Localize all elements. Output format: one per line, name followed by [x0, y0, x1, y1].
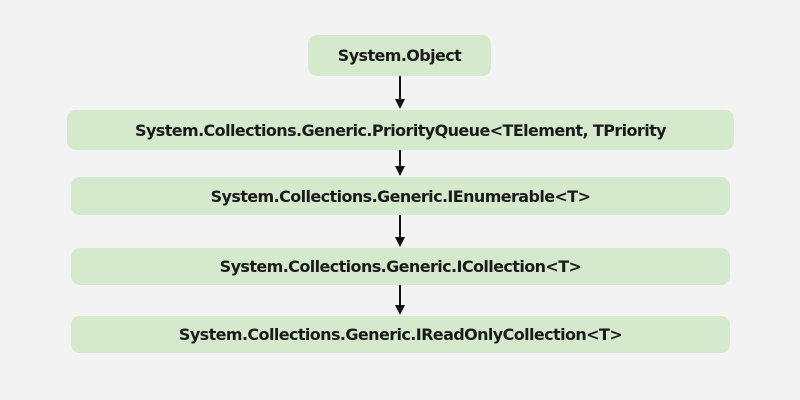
arrow-ienumerable-to-icollection — [395, 215, 405, 247]
node-icollection: System.Collections.Generic.ICollection<T… — [71, 248, 730, 285]
node-label: System.Collections.Generic.IEnumerable<T… — [210, 186, 591, 206]
arrow-object-to-priorityqueue — [395, 76, 405, 109]
arrowhead-icon — [395, 237, 405, 247]
node-label: System.Collections.Generic.PriorityQueue… — [135, 120, 667, 140]
arrowhead-icon — [395, 99, 405, 109]
node-ireadonlycollection: System.Collections.Generic.IReadOnlyColl… — [71, 316, 730, 353]
node-label: System.Collections.Generic.ICollection<T… — [219, 257, 582, 276]
node-ienumerable: System.Collections.Generic.IEnumerable<T… — [71, 177, 730, 215]
node-priorityqueue: System.Collections.Generic.PriorityQueue… — [67, 110, 734, 150]
node-system-object: System.Object — [308, 35, 491, 76]
node-label: System.Object — [337, 46, 462, 65]
node-label: System.Collections.Generic.IReadOnlyColl… — [178, 325, 623, 344]
arrowhead-icon — [395, 305, 405, 315]
arrow-priorityqueue-to-ienumerable — [395, 150, 405, 176]
arrowhead-icon — [395, 166, 405, 176]
arrow-icollection-to-ireadonlycollection — [395, 285, 405, 315]
